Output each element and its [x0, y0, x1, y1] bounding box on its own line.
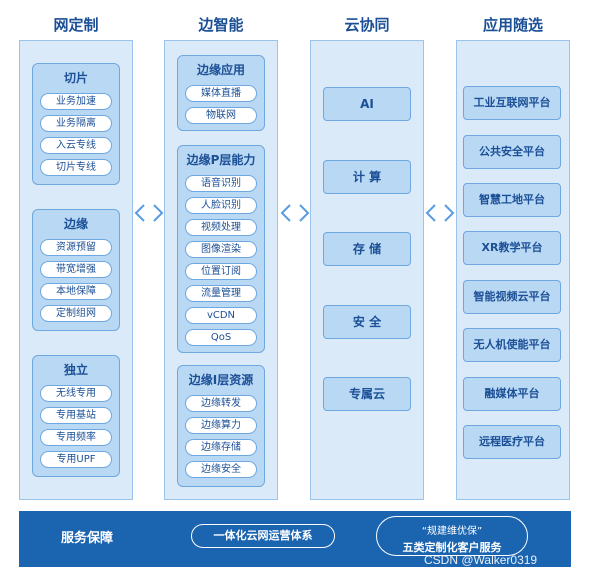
bidirectional-arrow-icon — [134, 204, 164, 222]
group-title-edge: 边缘 — [63, 217, 88, 231]
item-dedicated-upf: 专用UPF — [40, 451, 112, 468]
column-cloud-collab: AI 计 算 存 储 安 全 专属云 — [310, 40, 424, 500]
item-local-guarantee: 本地保障 — [40, 283, 112, 300]
item-cloud-line: 入云专线 — [40, 137, 112, 154]
integrated-ops-pill: 一体化云网运营体系 — [191, 524, 335, 548]
item-xr-teaching: XR教学平台 — [463, 231, 561, 265]
item-smart-video-cloud: 智能视频云平台 — [463, 280, 561, 314]
group-title-edge-apps: 边缘应用 — [196, 63, 245, 77]
item-dedicated-freq: 专用频率 — [40, 429, 112, 446]
item-remote-medical: 远程医疗平台 — [463, 425, 561, 459]
item-edge-storage: 边缘存储 — [185, 439, 257, 456]
column-title-net-custom: 网定制 — [53, 16, 99, 34]
group-title-independent: 独立 — [63, 363, 88, 377]
customer-service-line2: 五类定制化客户服务 — [402, 541, 502, 554]
service-guarantee-label: 服务保障 — [61, 531, 114, 546]
group-edge-apps: 边缘应用 媒体直播 物联网 — [177, 55, 265, 131]
column-title-cloud-collab: 云协同 — [344, 16, 390, 34]
item-smart-site: 智慧工地平台 — [463, 183, 561, 217]
group-slice: 切片 业务加速 业务隔离 入云专线 切片专线 — [32, 63, 120, 185]
group-title-slice: 切片 — [63, 71, 88, 85]
item-private-cloud: 专属云 — [323, 377, 411, 411]
customer-service-line1: “规建维优保” — [421, 526, 483, 537]
item-dedicated-station: 专用基站 — [40, 407, 112, 424]
item-security: 安 全 — [323, 305, 411, 339]
service-guarantee-bar: 服务保障 一体化云网运营体系 “规建维优保” 五类定制化客户服务 — [19, 511, 571, 567]
group-title-edge-p-layer: 边缘P层能力 — [186, 153, 256, 167]
item-iot: 物联网 — [185, 107, 257, 124]
item-edge-forward: 边缘转发 — [185, 395, 257, 412]
group-edge: 边缘 资源预留 带宽增强 本地保障 定制组网 — [32, 209, 120, 331]
item-vcdn: vCDN — [185, 307, 257, 324]
item-face-recognition: 人脸识别 — [185, 197, 257, 214]
item-traffic-mgmt: 流量管理 — [185, 285, 257, 302]
item-image-render: 图像渲染 — [185, 241, 257, 258]
item-business-isolation: 业务隔离 — [40, 115, 112, 132]
customer-service-pill: “规建维优保” 五类定制化客户服务 — [376, 516, 528, 556]
item-converged-media: 融媒体平台 — [463, 377, 561, 411]
item-wireless-dedicated: 无线专用 — [40, 385, 112, 402]
item-video-processing: 视频处理 — [185, 219, 257, 236]
item-bandwidth-boost: 带宽增强 — [40, 261, 112, 278]
bidirectional-arrow-icon — [425, 204, 455, 222]
watermark: CSDN @Walker0319 — [424, 553, 538, 567]
group-edge-p-layer: 边缘P层能力 语音识别 人脸识别 视频处理 图像渲染 位置订阅 流量管理 vCD… — [177, 145, 265, 353]
column-title-app-select: 应用随选 — [482, 16, 543, 34]
column-edge-intel: 边缘应用 媒体直播 物联网 边缘P层能力 语音识别 人脸识别 视频处理 图像渲染… — [164, 40, 278, 500]
bidirectional-arrow-icon — [280, 204, 310, 222]
column-app-select: 工业互联网平台 公共安全平台 智慧工地平台 XR教学平台 智能视频云平台 无人机… — [456, 40, 570, 500]
item-public-safety: 公共安全平台 — [463, 135, 561, 169]
item-slice-line: 切片专线 — [40, 159, 112, 176]
item-ai: AI — [323, 87, 411, 121]
group-edge-i-layer: 边缘I层资源 边缘转发 边缘算力 边缘存储 边缘安全 — [177, 365, 265, 487]
item-edge-compute: 边缘算力 — [185, 417, 257, 434]
group-independent: 独立 无线专用 专用基站 专用频率 专用UPF — [32, 355, 120, 477]
item-compute: 计 算 — [323, 160, 411, 194]
column-title-edge-intel: 边智能 — [198, 16, 244, 34]
item-media-live: 媒体直播 — [185, 85, 257, 102]
item-drone-enable: 无人机使能平台 — [463, 328, 561, 362]
group-title-edge-i-layer: 边缘I层资源 — [188, 373, 254, 387]
item-storage: 存 储 — [323, 232, 411, 266]
item-resource-reserve: 资源预留 — [40, 239, 112, 256]
item-location-sub: 位置订阅 — [185, 263, 257, 280]
item-voice-recognition: 语音识别 — [185, 175, 257, 192]
item-business-accel: 业务加速 — [40, 93, 112, 110]
item-industrial-internet: 工业互联网平台 — [463, 86, 561, 120]
item-qos: QoS — [185, 329, 257, 346]
item-edge-security: 边缘安全 — [185, 461, 257, 478]
item-custom-network: 定制组网 — [40, 305, 112, 322]
column-net-custom: 切片 业务加速 业务隔离 入云专线 切片专线 边缘 资源预留 带宽增强 本地保障… — [19, 40, 133, 500]
